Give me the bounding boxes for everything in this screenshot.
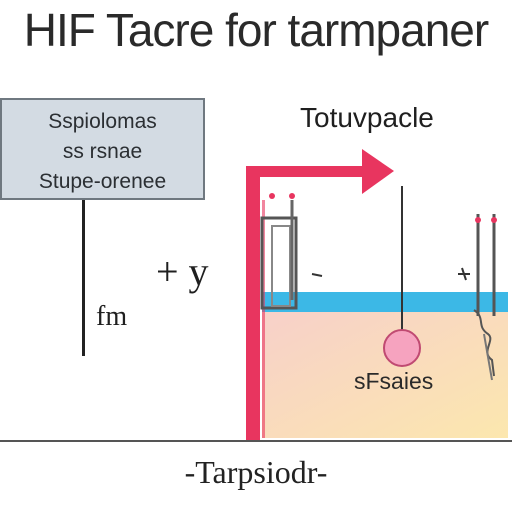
vertical-axis-line: [82, 200, 85, 356]
legend-line-2: ss rsnae: [62, 140, 143, 163]
apparatus-title: Totuvpacle: [300, 102, 434, 133]
left-tube-inner: [271, 225, 291, 307]
legend-line-1: Sspiolomas: [48, 110, 157, 133]
right-drip: [483, 333, 493, 381]
frame-top-bar: [246, 166, 366, 177]
water-layer: [262, 292, 508, 312]
right-tick: [458, 267, 470, 281]
left-tick: [311, 273, 323, 277]
probe-bubble: [383, 329, 421, 367]
legend-line-3: Stupe-orenee: [38, 170, 167, 193]
left-marker-dot-1: [269, 193, 275, 199]
liquid-label: sFsaies: [354, 368, 434, 394]
right-marker-dot-2: [491, 217, 497, 223]
baseline: [0, 440, 512, 442]
liquid-body: [262, 312, 508, 438]
fm-label: fm: [96, 301, 128, 332]
arrow-head: [362, 149, 394, 194]
left-marker-dot-2: [289, 193, 295, 199]
bottom-label: -Tarpsiodr-: [184, 454, 328, 490]
right-marker-dot-1: [475, 217, 481, 223]
diagram-title: HIF Tacre for tarmpaner: [23, 4, 489, 56]
frame-left-bar: [246, 166, 260, 440]
frame-inner-line: [262, 200, 265, 438]
plus-y-label: + y: [156, 249, 209, 294]
legend-box: Sspiolomas ss rsnae Stupe-orenee: [0, 98, 205, 200]
left-tube-outer: [260, 216, 298, 310]
